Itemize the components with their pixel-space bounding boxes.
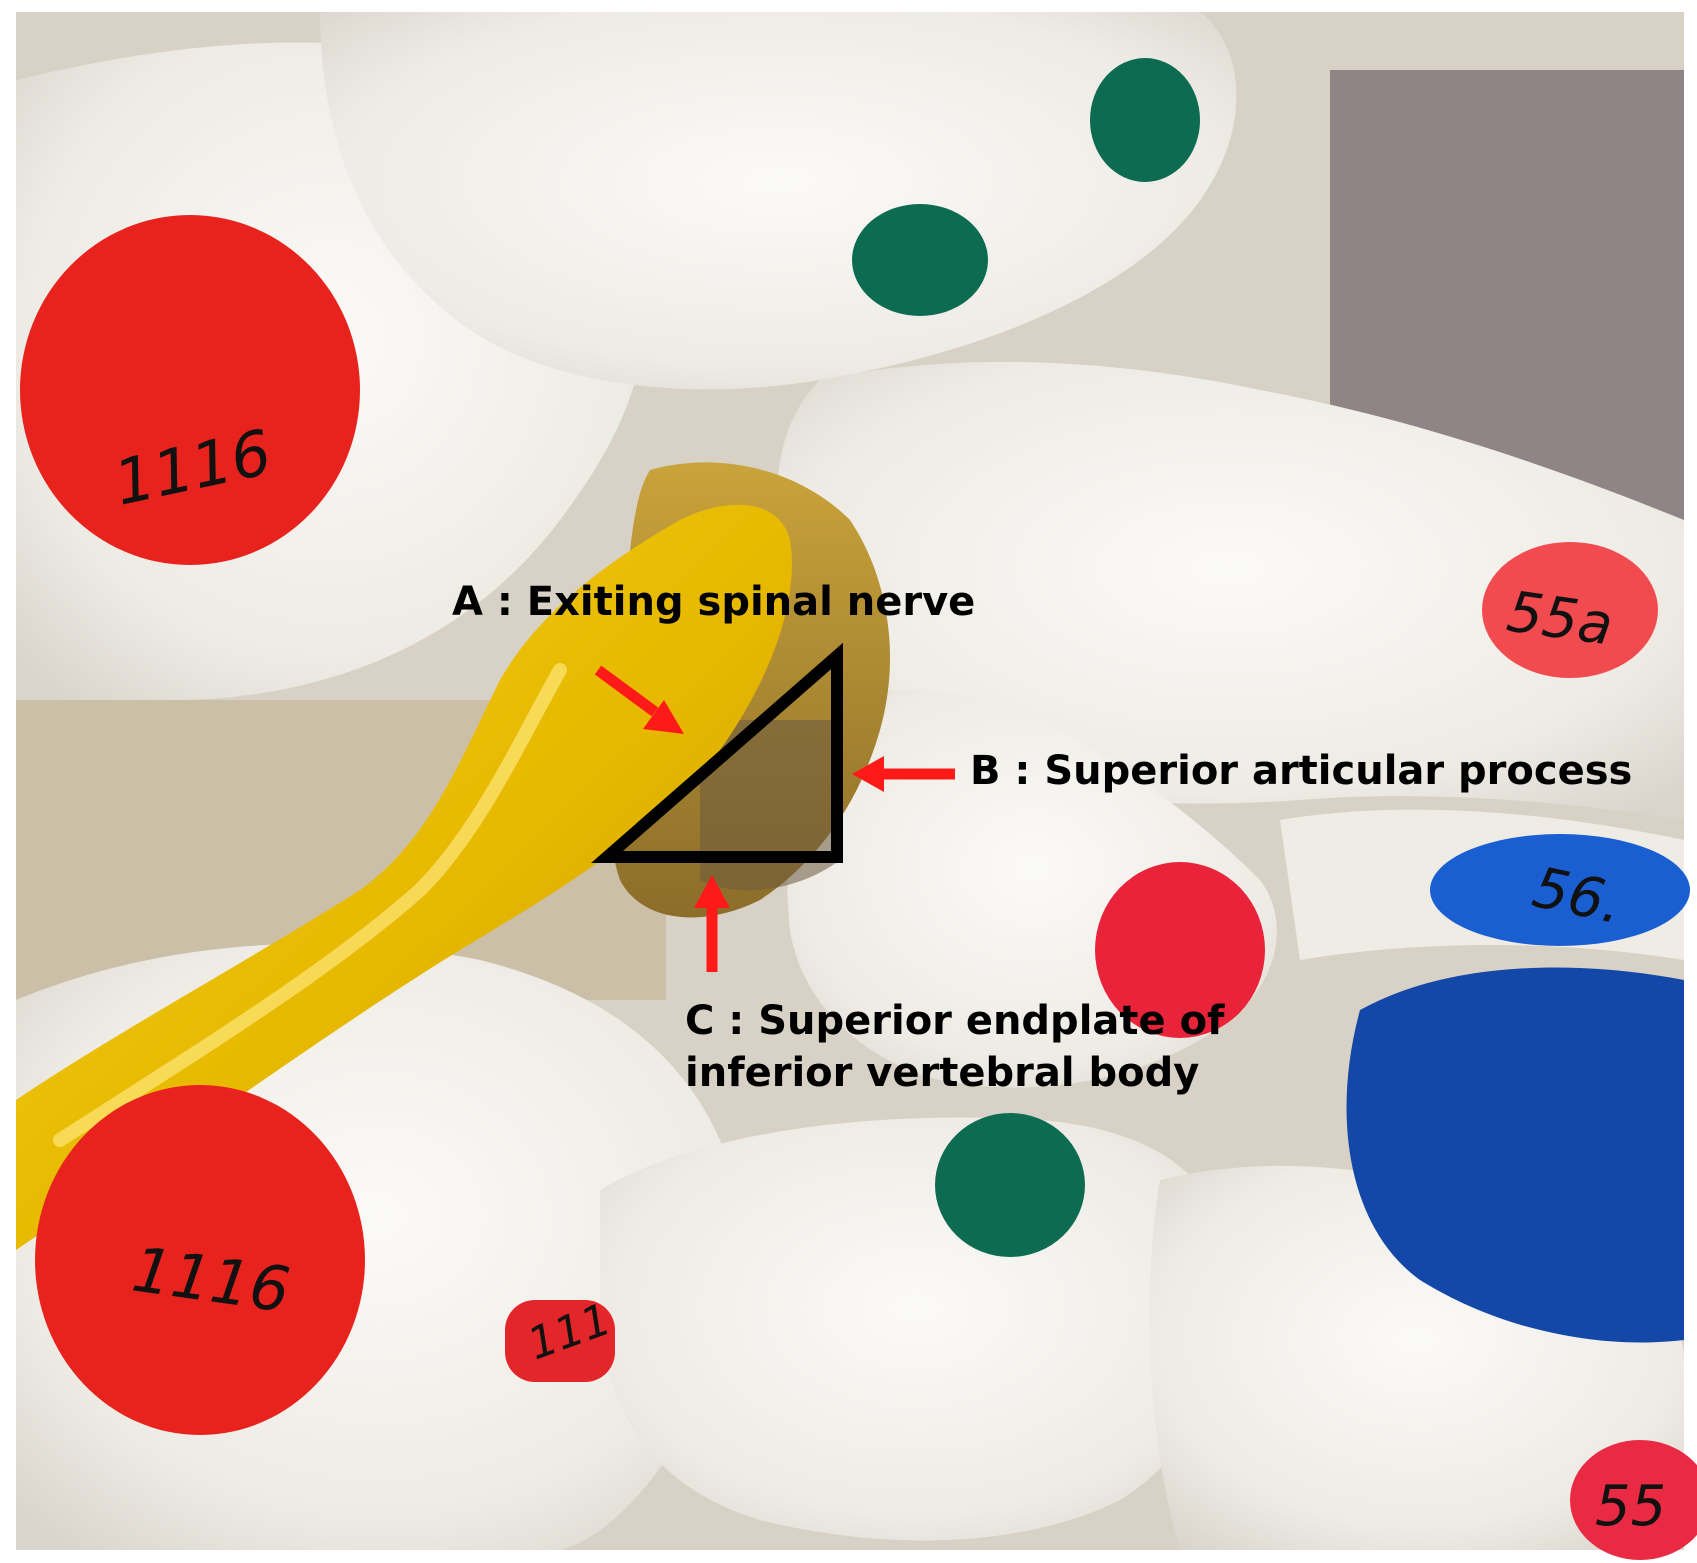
- blue-marker-56: [1430, 834, 1690, 946]
- blue-marker-large: [1346, 967, 1684, 1343]
- model-label-55a: 55a: [1503, 579, 1617, 658]
- arrow-b: [852, 756, 955, 792]
- exiting-spinal-nerve: [16, 504, 792, 1250]
- annotation-c-line1: C : Superior endplate of: [685, 998, 1225, 1044]
- red-marker-small-cylinder: [505, 1300, 615, 1382]
- green-marker-top: [1090, 58, 1200, 182]
- annotation-c-line2: inferior vertebral body: [685, 1050, 1200, 1096]
- nerve-highlight: [53, 663, 567, 1147]
- upper-center-vertebra: [320, 12, 1237, 390]
- green-marker-upper: [852, 204, 988, 316]
- annotation-a-exiting-spinal-nerve: A : Exiting spinal nerve: [452, 579, 976, 625]
- foramen-shadow: [700, 720, 840, 891]
- red-marker-center: [1095, 862, 1265, 1038]
- red-marker-upper-left: [20, 215, 360, 565]
- red-marker-bottom-right: [1570, 1440, 1697, 1560]
- red-marker-lower-left: [35, 1085, 365, 1435]
- annotation-c-superior-endplate: C : Superior endplate of inferior verteb…: [685, 995, 1224, 1099]
- red-marker-55a: [1482, 542, 1658, 678]
- kambin-triangle: [591, 642, 843, 863]
- model-label-55: 55: [1595, 1474, 1666, 1539]
- annotation-b-superior-articular-process: B : Superior articular process: [970, 748, 1633, 794]
- lower-center-block: [600, 1117, 1232, 1541]
- green-marker-lower: [935, 1113, 1085, 1257]
- arrow-a: [594, 665, 684, 734]
- arrow-c: [694, 875, 730, 972]
